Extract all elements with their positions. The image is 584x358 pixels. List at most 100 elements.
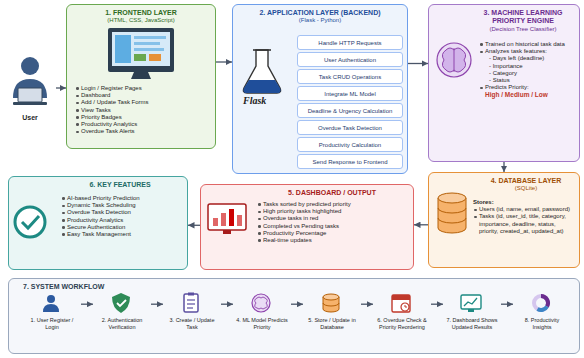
label-holder: 4. ML Model Predicts Priority [233, 293, 291, 332]
bullet-item: Real-time updates [257, 237, 410, 244]
label-holder: Productivity Calculation [298, 138, 402, 151]
workflow-icon [47, 295, 55, 303]
workflow-icon [392, 295, 410, 312]
panel-body: Trained on historical task dataAnalyzes … [479, 41, 576, 99]
user-icon [13, 102, 47, 105]
box-label: 7. Dashboard Shows Updated Results [446, 317, 498, 330]
layer-panel: 4. DATABASE LAYER(SQLite)Stores:Users (i… [428, 172, 580, 268]
brain-icon [442, 48, 465, 72]
panel-subtitle: (SQLite) [477, 185, 575, 192]
label-holder: 6. Overdue Check & Priority Reordering [373, 293, 431, 332]
label-holder: Handle HTTP Requests [298, 36, 402, 49]
flow-arrow [431, 304, 443, 305]
dashboard-icon [213, 218, 218, 226]
workflow-icon [252, 294, 270, 312]
panel-subtitle: (Decision Tree Classifier) [471, 26, 575, 33]
workflow-step: 3. Create / Update Task [163, 293, 221, 349]
panel-header: 1. FRONTEND LAYER(HTML, CSS, JavaScript) [67, 5, 215, 25]
workflow-icon [541, 296, 548, 307]
workflow-icon [323, 294, 339, 300]
monitor-icon [112, 32, 170, 66]
bullet-item: AI-based Priority Prediction [61, 195, 184, 202]
box-label: Task CRUD Operations [301, 74, 399, 81]
monitor-icon [115, 35, 131, 63]
workflow-icon [43, 295, 59, 312]
flow-arrow [221, 304, 233, 305]
bullet-item: Predicts Priority: [479, 84, 576, 91]
user-icon [21, 57, 39, 75]
database-icon [438, 198, 466, 233]
workflow-icon [323, 303, 339, 306]
bullet-item: Tasks sorted by predicted priority [257, 201, 410, 208]
check-icon [15, 207, 45, 237]
flow-arrow [216, 61, 232, 62]
workflow-icon [187, 307, 193, 308]
process-box: Handle HTTP Requests [297, 35, 403, 50]
panel-header: 7. SYSTEM WORKFLOW [19, 279, 579, 291]
panel-title: 4. DATABASE LAYER [477, 177, 575, 185]
box-label: 4. ML Model Predicts Priority [236, 317, 288, 330]
workflow-icon [534, 296, 548, 310]
bullet-item: Login / Register Pages [75, 85, 212, 92]
workflow-icon [252, 294, 270, 312]
bullet-item: Add / Update Task Forms [75, 99, 212, 106]
database-icon [438, 193, 466, 233]
label-holder: 3. Create / Update Task [163, 293, 221, 332]
flow-arrow [291, 304, 303, 305]
bullet-item: Trained on historical task data [479, 41, 576, 48]
monitor-icon [134, 42, 160, 45]
dashboard-icon [208, 204, 246, 230]
flow-arrow [414, 224, 428, 225]
panel-header: 5. DASHBOARD / OUTPUT [251, 185, 413, 197]
panel-body: Tasks sorted by predicted priorityHigh p… [257, 201, 410, 244]
panel-title: 5. DASHBOARD / OUTPUT [255, 189, 409, 197]
workflow-icon [538, 307, 548, 310]
panel-title: 7. SYSTEM WORKFLOW [23, 283, 575, 291]
flow-arrow [408, 63, 428, 64]
bullet-item: Dynamic Task Scheduling [61, 202, 184, 209]
process-box: Deadline & Urgency Calculation [297, 103, 403, 118]
brain-icon [437, 43, 471, 77]
dashboard-icon [237, 215, 242, 226]
workflow-icon [187, 303, 195, 304]
user-actor: User [4, 52, 56, 142]
box-label: User Authentication [301, 57, 399, 64]
bullet-item: Productivity Analytics [75, 121, 212, 128]
monitor-icon [149, 54, 161, 61]
label-holder: Task CRUD Operations [298, 70, 402, 83]
dashboard-icon [223, 230, 231, 234]
label-holder: Send Response to Frontend [298, 155, 402, 168]
workflow-icon [184, 293, 198, 313]
dashboard-icon [221, 213, 226, 226]
bullet-item: High priority tasks highlighted [257, 208, 410, 215]
logo-label: Flask [243, 95, 266, 106]
monitor-icon [131, 72, 151, 79]
monitor-icon [108, 28, 174, 72]
monitor-icon [134, 36, 166, 39]
bullet-item: Completed vs Pending tasks [257, 223, 410, 230]
flow-arrow [503, 162, 504, 172]
workflow-icon [117, 300, 126, 306]
box-label: Overdue Task Detection [301, 125, 399, 132]
label-holder: Overdue Task Detection [298, 121, 402, 134]
workflow-icon [323, 297, 339, 312]
workflow-icon [392, 295, 410, 312]
workflow-step: 7. Dashboard Shows Updated Results [443, 293, 501, 349]
label-holder: 7. Dashboard Shows Updated Results [443, 293, 501, 332]
workflow-icon [464, 298, 477, 306]
workflow-icon [184, 294, 198, 312]
layer-panel: 1. FRONTEND LAYER(HTML, CSS, JavaScript)… [66, 4, 216, 149]
workflow-icon [255, 297, 268, 309]
panel-header: 4. DATABASE LAYER(SQLite) [473, 173, 579, 193]
workflow-icon [405, 305, 407, 307]
dashboard-icon [208, 204, 246, 234]
bullet-item: Productivity Percentage [257, 230, 410, 237]
flow-arrow [81, 304, 93, 305]
database-icon [438, 218, 466, 223]
workflow-icon [534, 296, 548, 310]
box-label: Handle HTTP Requests [301, 40, 399, 47]
bullet-item: View Tasks [75, 107, 212, 114]
flask-logo [253, 49, 271, 51]
workflow-step: 6. Overdue Check & Priority Reordering [373, 293, 431, 349]
